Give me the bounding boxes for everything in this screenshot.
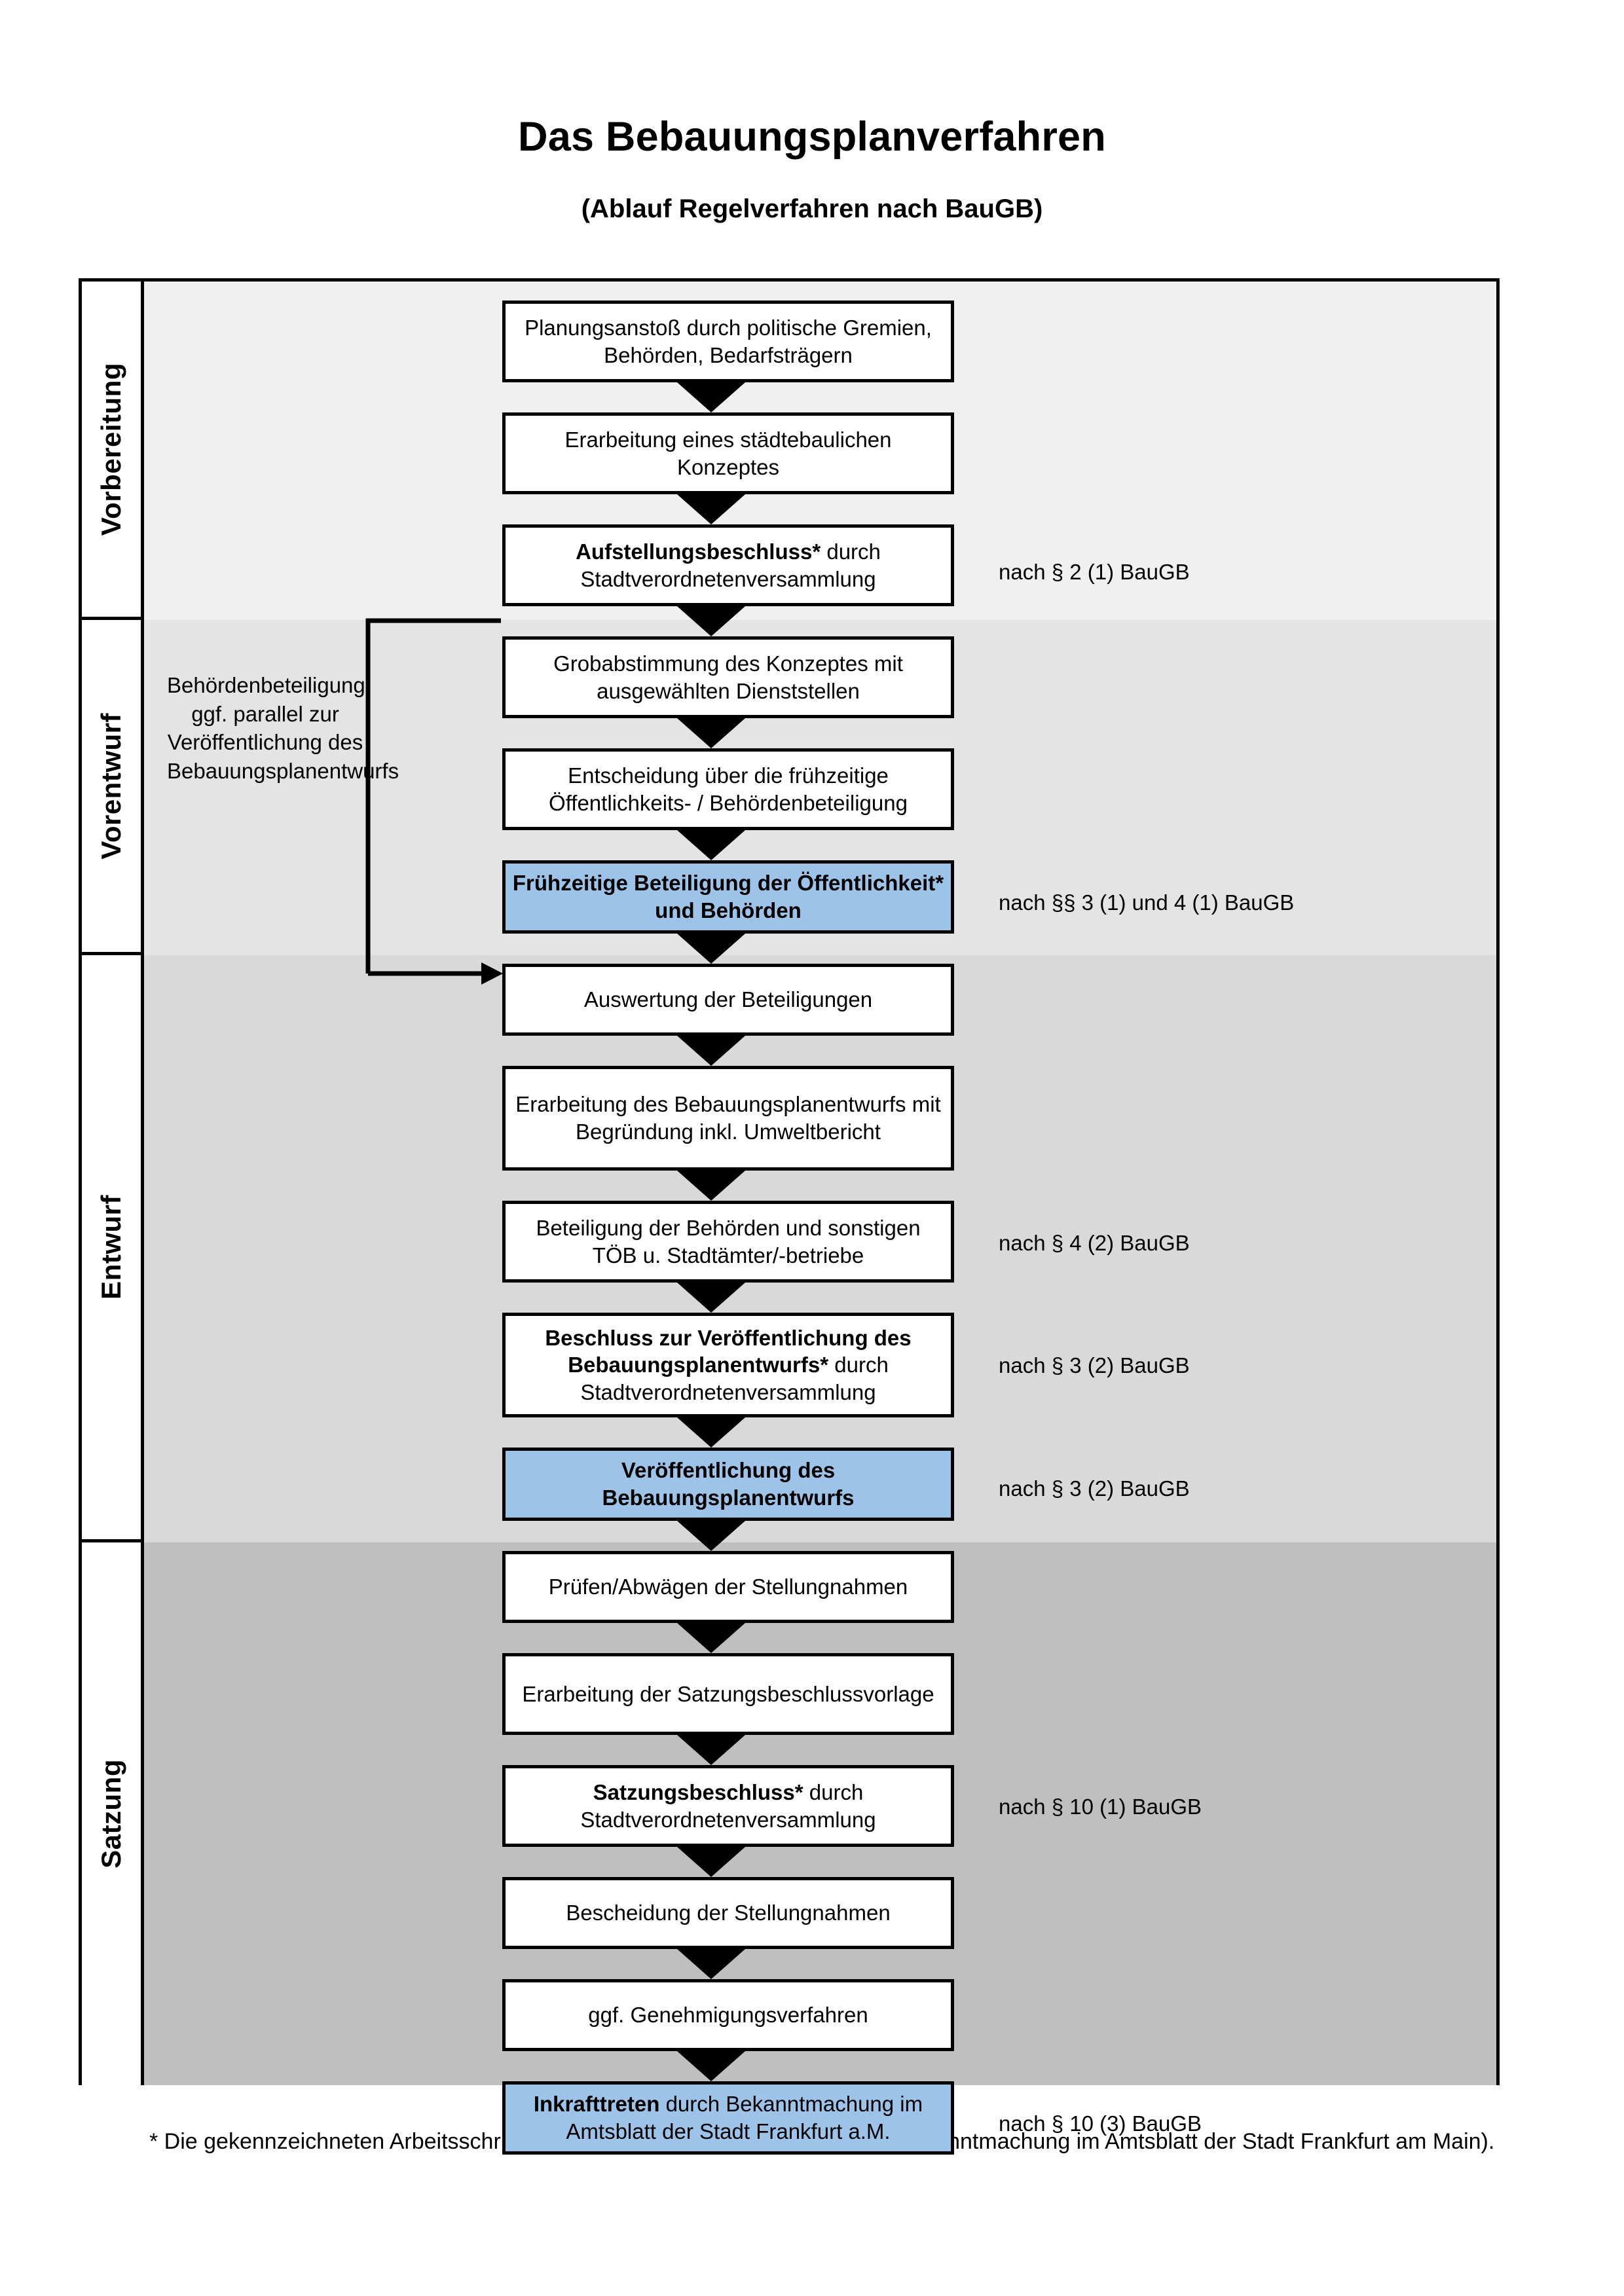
phase-label-text: Satzung <box>96 1759 126 1868</box>
phase-label-text: Entwurf <box>96 1195 126 1300</box>
phase-label-column: Vorbereitung Vorentwurf Entwurf Satzung <box>82 282 144 2085</box>
flow-step-bold: Satzungsbeschluss* <box>593 1779 803 1804</box>
flow-connector-arrow <box>677 1417 745 1448</box>
flow-step-veroeffentlichung-entwurf[interactable]: Veröffentlichung des Bebauungsplanentwur… <box>502 1448 954 1521</box>
legal-note-6: nach § 10 (1) BauGB <box>999 1795 1202 1819</box>
flow-step-text: Beschluss zur Veröffentlichung des Bebau… <box>512 1324 944 1406</box>
flow-step-text: Beteiligung der Behörden und sonstigen T… <box>536 1215 921 1267</box>
flow-step-satzungsbeschluss[interactable]: Satzungsbeschluss* durch Stadtverordnete… <box>502 1765 954 1847</box>
flow-step-staedtebauliches-konzept[interactable]: Erarbeitung eines städtebaulichen Konzep… <box>502 412 954 494</box>
parallel-process-bracket <box>365 618 503 985</box>
side-note-line: Behördenbeteiligung <box>167 673 365 697</box>
flow-step-text: Erarbeitung der Satzungsbeschlussvorlage <box>522 1681 934 1706</box>
flow-step-rest: durch Stadtverordnetenversammlung <box>580 539 881 591</box>
flow-step-beteiligung-behoerden[interactable]: Beteiligung der Behörden und sonstigen T… <box>502 1201 954 1283</box>
flow-connector-arrow <box>677 1283 745 1313</box>
side-note-parallel: Behördenbeteiligung ggf. parallel zur Ve… <box>167 671 399 785</box>
flow-step-text: Frühzeitige Beteiligung der Öffentlichke… <box>512 871 944 922</box>
flow-connector-arrow <box>677 934 745 964</box>
flow-step-text: Auswertung der Beteiligungen <box>583 987 873 1012</box>
flow-step-text: Satzungsbeschluss* durch Stadtverordnete… <box>512 1779 944 1833</box>
flow-step-bold: Aufstellungsbeschluss* <box>576 539 821 564</box>
flowchart-frame: Vorbereitung Vorentwurf Entwurf Satzung … <box>79 278 1500 2155</box>
legal-note-4: nach § 3 (2) BauGB <box>999 1353 1190 1377</box>
legal-note-5: nach § 3 (2) BauGB <box>999 1476 1190 1501</box>
flow-step-rest: durch Bekanntmachung im Amtsblatt der St… <box>566 2092 923 2143</box>
flow-step-text: Prüfen/Abwägen der Stellungnahmen <box>548 1575 908 1599</box>
phase-label-text: Vorentwurf <box>96 712 126 860</box>
flow-connector-arrow <box>677 1521 745 1551</box>
legal-note-1: nach § 2 (1) BauGB <box>999 560 1190 584</box>
phase-label-text: Vorbereitung <box>96 362 126 536</box>
flow-connector-arrow <box>677 1623 745 1653</box>
flow-connector-arrow <box>677 1735 745 1765</box>
flow-connector-arrow <box>677 830 745 860</box>
flow-step-rest: durch Stadtverordnetenversammlung <box>580 1779 876 1832</box>
flow-connector-arrow <box>677 2051 745 2081</box>
flow-connector-arrow <box>677 606 745 636</box>
flow-step-text: Entscheidung über die frühzeitige Öffent… <box>549 763 908 815</box>
flow-step-bold: Beschluss zur Veröffentlichung des Bebau… <box>545 1325 912 1377</box>
flow-step-text: Erarbeitung eines städtebaulichen Konzep… <box>564 427 892 479</box>
flow-step-text: Inkrafttreten durch Bekanntmachung im Am… <box>512 2090 944 2145</box>
page-subtitle: (Ablauf Regelverfahren nach BauGB) <box>581 194 1043 224</box>
flow-step-text: Planungsanstoß durch politische Gremien,… <box>525 315 932 367</box>
flow-step-auswertung-beteiligungen[interactable]: Auswertung der Beteiligungen <box>502 964 954 1036</box>
legal-note-3: nach § 4 (2) BauGB <box>999 1231 1190 1255</box>
flow-step-genehmigungsverfahren[interactable]: ggf. Genehmigungsverfahren <box>502 1979 954 2051</box>
page-header: Das Bebauungsplanverfahren (Ablauf Regel… <box>0 0 1624 224</box>
flow-step-text: Grobabstimmung des Konzeptes mit ausgewä… <box>553 651 903 703</box>
flow-connector-arrow <box>677 382 745 412</box>
flowchart-content: Behördenbeteiligung ggf. parallel zur Ve… <box>144 282 1496 2155</box>
flow-connector-arrow <box>677 494 745 524</box>
side-note-line: ggf. parallel zur <box>191 701 339 726</box>
flow-connector-arrow <box>677 1171 745 1201</box>
flow-step-erarbeitung-entwurf[interactable]: Erarbeitung des Bebauungsplanentwurfs mi… <box>502 1066 954 1171</box>
legal-note-7: nach § 10 (3) BauGB <box>999 2111 1202 2136</box>
flow-step-aufstellungsbeschluss[interactable]: Aufstellungsbeschluss* durch Stadtverord… <box>502 524 954 606</box>
flow-step-fruehzeitige-beteiligung[interactable]: Frühzeitige Beteiligung der Öffentlichke… <box>502 860 954 934</box>
flow-connector-arrow <box>677 718 745 748</box>
phase-label-satzung: Satzung <box>82 1542 141 2085</box>
side-note-line: Veröffentlichung des <box>167 730 363 755</box>
flow-step-entscheidung-fruehzeitige[interactable]: Entscheidung über die frühzeitige Öffent… <box>502 748 954 830</box>
flow-step-beschluss-veroeffentlichung[interactable]: Beschluss zur Veröffentlichung des Bebau… <box>502 1313 954 1417</box>
phase-label-vorbereitung: Vorbereitung <box>82 282 141 620</box>
side-note-line: Bebauungsplanentwurfs <box>167 758 399 783</box>
flow-step-planungsanstoss[interactable]: Planungsanstoß durch politische Gremien,… <box>502 301 954 382</box>
flow-step-pruefen-abwaegen[interactable]: Prüfen/Abwägen der Stellungnahmen <box>502 1551 954 1623</box>
phase-label-vorentwurf: Vorentwurf <box>82 620 141 955</box>
flow-step-text: Erarbeitung des Bebauungsplanentwurfs mi… <box>515 1092 941 1144</box>
flow-step-text: Aufstellungsbeschluss* durch Stadtverord… <box>512 538 944 592</box>
flow-step-text: Bescheidung der Stellungnahmen <box>566 1901 891 1925</box>
flow-step-grobabstimmung[interactable]: Grobabstimmung des Konzeptes mit ausgewä… <box>502 636 954 718</box>
flow-connector-arrow <box>677 1949 745 1979</box>
flow-step-erarbeitung-satzungsvorlage[interactable]: Erarbeitung der Satzungsbeschlussvorlage <box>502 1653 954 1735</box>
flow-connector-arrow <box>677 1036 745 1066</box>
legal-note-2: nach §§ 3 (1) und 4 (1) BauGB <box>999 890 1295 915</box>
page-title: Das Bebauungsplanverfahren <box>518 114 1106 160</box>
flow-step-text: Veröffentlichung des Bebauungsplanentwur… <box>602 1458 855 1510</box>
flow-step-bescheidung-stellungnahmen[interactable]: Bescheidung der Stellungnahmen <box>502 1877 954 1949</box>
flow-step-text: ggf. Genehmigungsverfahren <box>588 2003 868 2028</box>
flow-connector-arrow <box>677 1847 745 1877</box>
flow-step-inkrafttreten[interactable]: Inkrafttreten durch Bekanntmachung im Am… <box>502 2081 954 2155</box>
flow-step-rest: durch Stadtverordnetenversammlung <box>580 1353 889 1404</box>
flow-step-bold: Inkrafttreten <box>533 2092 660 2117</box>
phase-label-entwurf: Entwurf <box>82 955 141 1542</box>
